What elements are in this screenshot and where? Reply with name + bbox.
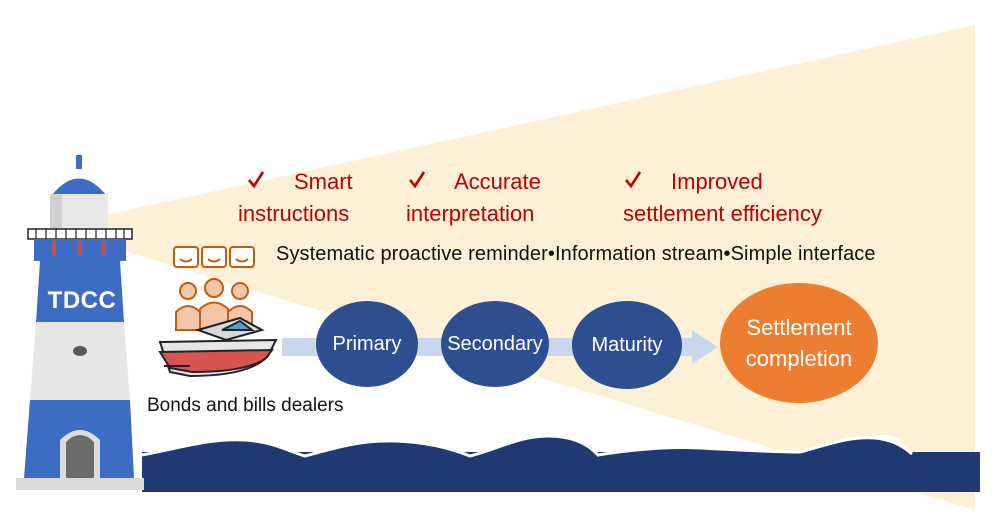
people-icon bbox=[175, 278, 253, 331]
sea bbox=[141, 433, 980, 492]
stage-settlement-completion: Settlement completion bbox=[720, 283, 878, 403]
benefit-line1: Smart bbox=[294, 169, 353, 194]
dealer-label: Bonds and bills dealers bbox=[147, 395, 344, 416]
benefit-improved-settlement-efficiency: Improved settlement efficiency bbox=[623, 166, 863, 232]
benefit-line2: settlement efficiency bbox=[623, 201, 822, 226]
stage-primary: Primary bbox=[316, 301, 418, 387]
stage-final-line2: completion bbox=[745, 346, 853, 371]
features-line: Systematic proactive reminder•Informatio… bbox=[276, 243, 876, 265]
boat-icon bbox=[158, 316, 278, 378]
benefit-accurate-interpretation: Accurate interpretation bbox=[406, 166, 566, 232]
speech-bubble-icon bbox=[173, 246, 255, 268]
stage-secondary: Secondary bbox=[441, 301, 549, 387]
stage-label: Primary bbox=[332, 332, 402, 355]
benefit-smart-instructions: Smart instructions bbox=[238, 166, 378, 232]
checkmark-icon bbox=[248, 171, 642, 189]
benefit-line1: Accurate bbox=[454, 169, 541, 194]
lighthouse-label: TDCC bbox=[47, 287, 117, 314]
benefit-line1: Improved bbox=[671, 169, 763, 194]
stage-label: Maturity bbox=[591, 333, 663, 356]
benefit-line2: interpretation bbox=[406, 201, 535, 226]
stage-maturity: Maturity bbox=[572, 301, 682, 389]
lighthouse-icon bbox=[16, 155, 144, 490]
stage-label: Secondary bbox=[447, 332, 543, 355]
benefit-line2: instructions bbox=[238, 201, 350, 226]
stage-final-line1: Settlement bbox=[746, 315, 852, 340]
